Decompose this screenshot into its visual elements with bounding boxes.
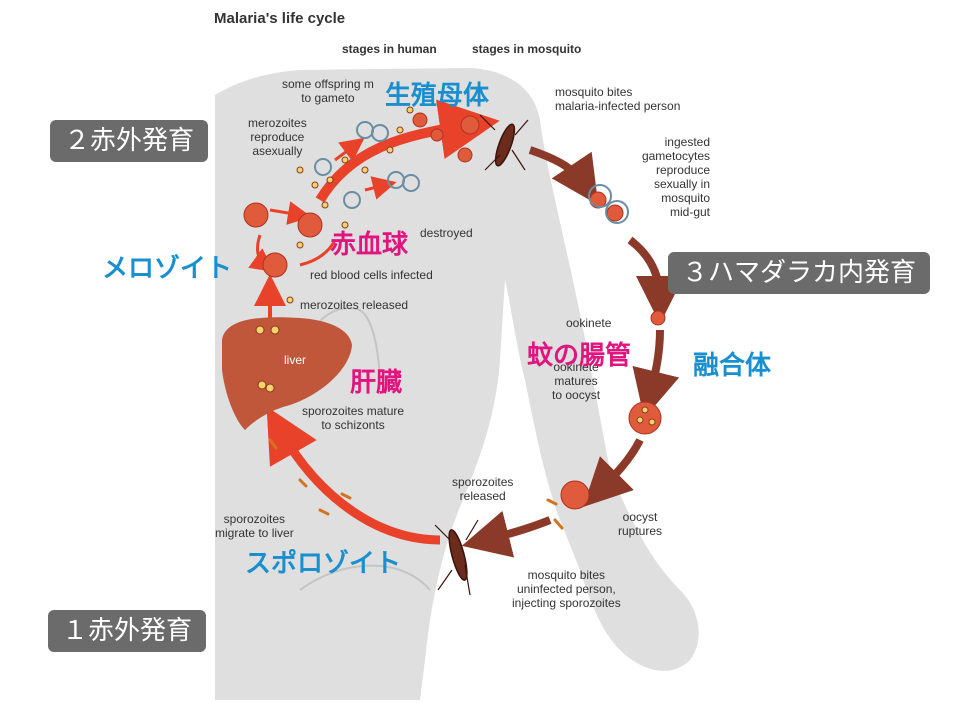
jp-label-rbc: 赤血球 (330, 230, 409, 260)
label-ookinete-matures: ookinete matures to oocyst (552, 360, 601, 402)
label-mosquito-bites-uninfected: mosquito bites uninfected person, inject… (512, 568, 621, 610)
header-stages-mosquito: stages in mosquito (472, 42, 582, 56)
jp-label-liver: 肝臓 (350, 368, 403, 398)
jp-label-sporozoite: スポロゾイト (245, 549, 402, 579)
label-sporozoites-migrate: sporozoites migrate to liver (215, 512, 294, 540)
label-offspring: some offspring m to gameto (282, 77, 374, 105)
label-rbc-infected: red blood cells infected (310, 268, 433, 282)
label-merozoites-released: merozoites released (300, 298, 409, 312)
badge-stage1: １赤外発育 (48, 610, 207, 652)
diagram-title: Malaria's life cycle (214, 10, 346, 27)
label-merozoites-reproduce: merozoites reproduce asexually (248, 116, 307, 158)
label-mosquito-bites-infected: mosquito bites malaria-infected person (555, 85, 681, 113)
jp-label-mosquito-gut: 蚊の腸管 (527, 341, 632, 371)
label-liver: liver (284, 353, 307, 367)
label-ookinete: ookinete (566, 316, 612, 330)
badge-stage3: ３ハマダラカ内発育 (668, 252, 931, 294)
header-stages-human: stages in human (342, 42, 437, 56)
jp-label-zygote: 融合体 (693, 351, 772, 381)
jp-label-merozoite: メロゾイト (102, 254, 233, 284)
badge-stage2: ２赤外発育 (50, 120, 209, 162)
label-destroyed: destroyed (420, 226, 473, 240)
label-oocyst-ruptures: oocyst ruptures (618, 510, 663, 538)
label-sporozoites-mature: sporozoites mature to schizonts (302, 404, 405, 432)
jp-label-gametocyte: 生殖母体 (385, 81, 490, 111)
label-ingested: ingested gametocytes reproduce sexually … (641, 135, 710, 219)
label-sporozoites-released: sporozoites released (452, 475, 514, 503)
